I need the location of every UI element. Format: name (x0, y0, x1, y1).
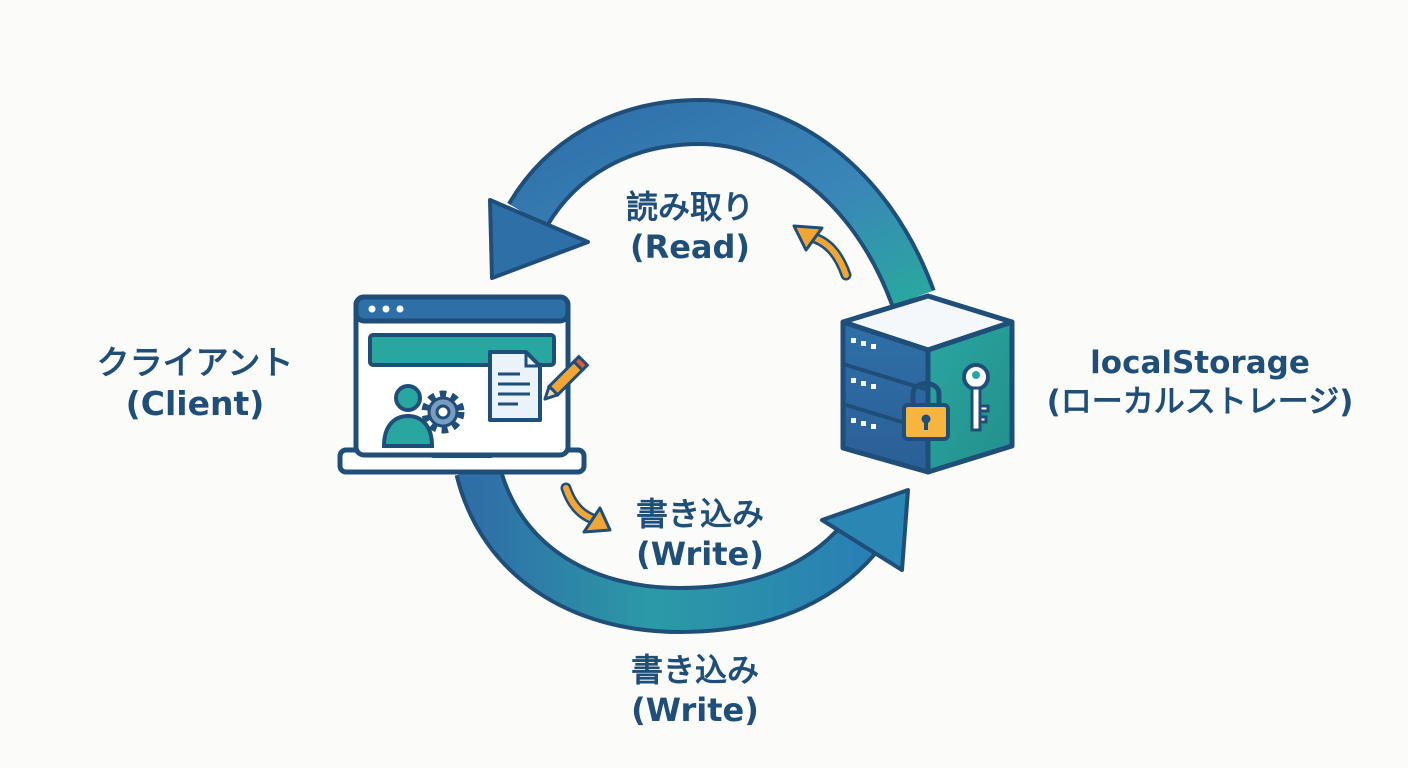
storage-label-en: localStorage (1090, 345, 1310, 381)
write-outer-label-en: (Write) (631, 691, 759, 729)
write-label-outer: 書き込み (Write) (590, 650, 800, 730)
key-icon (962, 363, 990, 432)
client-label-en: (Client) (125, 384, 265, 424)
write-outer-label-ja: 書き込み (630, 651, 759, 689)
write-inner-label-en: (Write) (636, 535, 764, 573)
client-label-ja: クライアント (96, 343, 294, 382)
write-arc-arrow (454, 463, 910, 635)
read-label-en: (Read) (629, 228, 751, 266)
storage-label-ja: (ローカルストレージ) (1046, 383, 1354, 420)
client-label: クライアント (Client) (60, 342, 330, 425)
write-small-arrow-icon (560, 482, 612, 534)
document-icon (488, 350, 542, 422)
storage-cube-icon (840, 293, 1015, 475)
read-small-arrow-icon (792, 224, 852, 281)
read-label: 読み取り (Read) (600, 187, 780, 267)
storage-label: localStorage (ローカルストレージ) (1030, 344, 1370, 422)
read-label-ja: 読み取り (625, 188, 754, 226)
client-browser-icon (337, 294, 590, 475)
gear-icon (421, 390, 465, 434)
padlock-icon (902, 381, 950, 441)
write-inner-label-ja: 書き込み (635, 495, 764, 533)
write-label-inner: 書き込み (Write) (600, 494, 800, 574)
read-arc-arrow (488, 97, 936, 307)
pencil-icon (543, 354, 590, 401)
